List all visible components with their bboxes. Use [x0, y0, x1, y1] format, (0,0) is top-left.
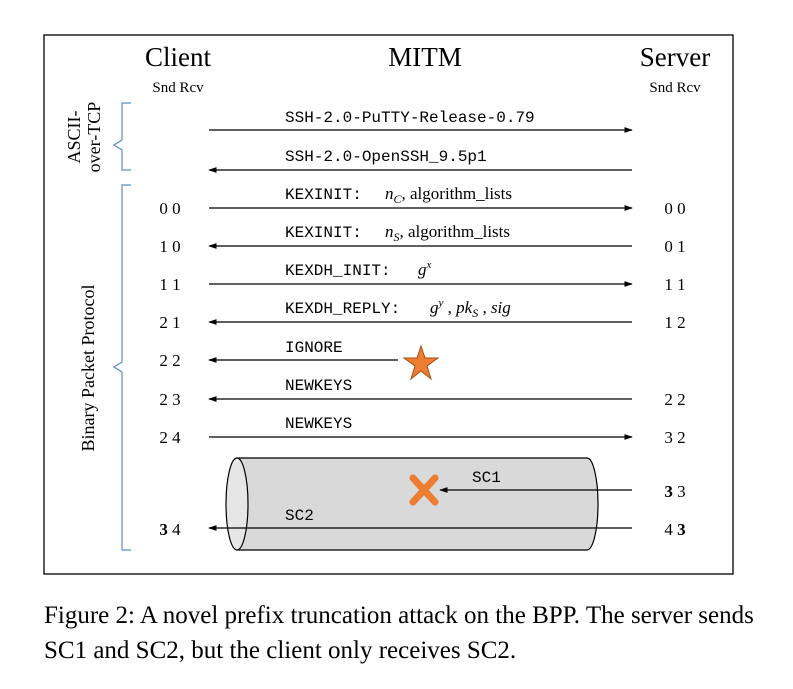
- label-m4: KEXINIT:: [285, 224, 362, 242]
- label-m11: SC2: [285, 507, 314, 525]
- server-seq-m9: 3 2: [664, 428, 685, 447]
- client-seq-m9: 2 4: [159, 428, 181, 447]
- bpp-brace: [112, 184, 131, 551]
- figure-frame: [43, 34, 734, 575]
- math-m6: gy , pkS , sig: [430, 297, 511, 320]
- label-m10: SC1: [472, 469, 501, 487]
- server-subheader: Snd Rcv: [649, 80, 701, 96]
- math-m4: nS, algorithm_lists: [385, 222, 510, 244]
- client-seq-m8: 2 3: [159, 390, 180, 409]
- drop-x-icon: [409, 474, 439, 506]
- server-header: Server: [640, 42, 710, 72]
- client-seq-m4: 1 0: [159, 237, 180, 256]
- server-seq-m6: 1 2: [664, 313, 685, 332]
- label-m6: KEXDH_REPLY:: [285, 300, 400, 318]
- client-seq-m11: 3 4: [159, 520, 181, 539]
- math-m3: nC, algorithm_lists: [385, 184, 512, 206]
- mitm-header: MITM: [388, 42, 462, 72]
- encrypted-tunnel: [225, 457, 599, 551]
- attack-diagram: Client MITM Server Snd Rcv Snd Rcv ASCII…: [43, 34, 734, 575]
- server-seq-m3: 0 0: [664, 199, 685, 218]
- client-seq-m3: 0 0: [159, 199, 180, 218]
- label-m8: NEWKEYS: [285, 377, 352, 395]
- server-seq-m10: 3 3: [664, 482, 685, 501]
- ascii-brace: [112, 102, 131, 171]
- server-seq-m4: 0 1: [664, 237, 685, 256]
- injection-star-icon: [402, 344, 440, 381]
- client-subheader: Snd Rcv: [152, 80, 204, 96]
- figure-caption: Figure 2: A novel prefix truncation atta…: [44, 602, 754, 664]
- label-m2: SSH-2.0-OpenSSH_9.5p1: [285, 148, 487, 166]
- client-header: Client: [145, 42, 211, 72]
- bpp-label: Binary Packet Protocol: [78, 285, 98, 452]
- server-seq-m8: 2 2: [664, 390, 685, 409]
- ascii-label-line2: over-TCP: [84, 102, 104, 173]
- server-seq-m11: 4 3: [664, 520, 685, 539]
- client-seq-m6: 2 1: [159, 313, 180, 332]
- math-m5: gx: [418, 259, 432, 279]
- ascii-label-line1: ASCII-: [64, 110, 84, 163]
- label-m1: SSH-2.0-PuTTY-Release-0.79: [285, 109, 535, 127]
- label-m3: KEXINIT:: [285, 186, 362, 204]
- client-seq-m5: 1 1: [159, 275, 180, 294]
- label-m9: NEWKEYS: [285, 415, 352, 433]
- label-m5: KEXDH_INIT:: [285, 262, 391, 280]
- label-m7: IGNORE: [285, 339, 343, 357]
- client-seq-m7: 2 2: [159, 351, 180, 370]
- server-seq-m5: 1 1: [664, 275, 685, 294]
